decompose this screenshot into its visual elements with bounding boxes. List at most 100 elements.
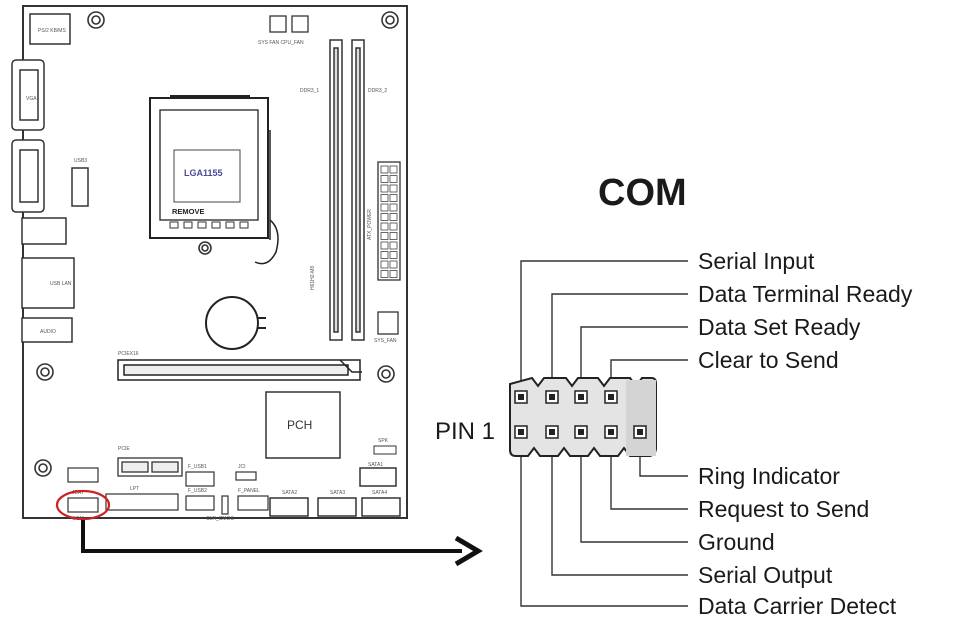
atx-pin bbox=[389, 251, 398, 259]
atx-pin bbox=[380, 222, 389, 231]
sata2-label: SATA2 bbox=[282, 490, 297, 496]
f-usb1-label: F_USB1 bbox=[188, 464, 207, 470]
jci-label: JCI bbox=[238, 464, 246, 470]
pin-label-ring-indicator: Ring Indicator bbox=[698, 463, 840, 489]
sata-3 bbox=[317, 497, 357, 517]
atx-pin bbox=[389, 270, 398, 278]
leader-data-set-ready bbox=[580, 326, 688, 392]
f-usb2-header bbox=[185, 495, 215, 511]
pointer-arrow bbox=[81, 520, 483, 567]
ps2-label: PS/2 KB/MS bbox=[38, 28, 66, 34]
pin-label-serial-input: Serial Input bbox=[698, 248, 815, 274]
mounting-hole-top-right bbox=[381, 11, 399, 29]
atx-pin bbox=[380, 260, 389, 269]
sata-1 bbox=[359, 467, 397, 487]
lpt-label: LPT bbox=[130, 486, 139, 492]
atx-pin bbox=[389, 213, 398, 221]
leader-serial-input bbox=[520, 260, 688, 392]
sata-2 bbox=[269, 497, 309, 517]
ddr1-label: DDR3_1 bbox=[300, 88, 319, 94]
sata1-label: SATA1 bbox=[368, 462, 383, 468]
clr-cmos-jumper bbox=[221, 495, 229, 515]
pin-label-serial-output: Serial Output bbox=[698, 562, 833, 588]
audio-label: AUDIO bbox=[40, 329, 56, 335]
audio-port bbox=[21, 317, 73, 343]
atx-pin bbox=[380, 251, 389, 259]
dimm-slots bbox=[329, 39, 365, 341]
usb-lan-label: USB LAN bbox=[50, 281, 72, 287]
atx-pin bbox=[389, 232, 398, 240]
atx-pin bbox=[389, 222, 398, 231]
cpu-socket-label: LGA1155 bbox=[184, 168, 223, 178]
f-panel-header bbox=[237, 495, 269, 511]
atx-pin bbox=[380, 241, 389, 250]
leader-lines-bottom bbox=[520, 450, 688, 607]
com-pin-bottom-1-contact bbox=[518, 429, 524, 435]
atx-pin bbox=[389, 184, 398, 193]
atx-pin bbox=[380, 175, 389, 183]
pciex16-label: PCIEX16 bbox=[118, 351, 139, 357]
com-header-key bbox=[626, 380, 656, 456]
front-headers bbox=[67, 467, 269, 515]
com-header-on-board bbox=[67, 497, 99, 513]
pin1-label: PIN 1 bbox=[435, 418, 496, 445]
f-panel-label: F_PANEL bbox=[238, 488, 260, 494]
leader-request-to-send bbox=[610, 450, 688, 510]
sys-fan-top bbox=[269, 15, 287, 33]
leader-serial-output bbox=[551, 450, 688, 576]
atx-pin bbox=[380, 213, 389, 221]
sys-fan-header bbox=[377, 311, 399, 335]
ps2-port bbox=[29, 13, 71, 45]
usb-header-label: USB3 bbox=[74, 158, 87, 164]
motherboard-outline bbox=[22, 5, 408, 519]
mounting-hole-cpu bbox=[198, 241, 212, 255]
leader-ring-indicator bbox=[639, 450, 688, 477]
atx-pin bbox=[380, 203, 389, 212]
usb-header bbox=[71, 167, 89, 207]
leader-data-terminal-ready bbox=[551, 293, 688, 392]
spk-header bbox=[373, 445, 397, 455]
atx-pin bbox=[380, 165, 389, 174]
com-pinout bbox=[509, 260, 688, 607]
pcie-x1-slot bbox=[117, 457, 183, 477]
cpu-fan-label: SYS FAN CPU_FAN bbox=[258, 40, 304, 46]
pin-label-data-carrier-detect: Data Carrier Detect bbox=[698, 593, 897, 619]
pch-label: PCH bbox=[287, 418, 312, 432]
cpu-socket bbox=[149, 95, 279, 265]
mounting-hole-bottom-left bbox=[34, 459, 52, 477]
pcie-label: PCIE bbox=[118, 446, 130, 452]
com-pins bbox=[514, 390, 647, 439]
com-title: COM bbox=[598, 172, 687, 214]
atx-pin bbox=[389, 165, 398, 174]
usb-lan-port bbox=[21, 257, 75, 309]
sys-fan-label: SYS_FAN bbox=[374, 338, 397, 344]
f-usb1-header bbox=[185, 471, 215, 487]
spk-label: SPK bbox=[378, 438, 389, 444]
leader-data-carrier-detect bbox=[520, 450, 688, 607]
com-pin-top-4-contact bbox=[608, 394, 614, 400]
rear-io bbox=[11, 13, 89, 343]
pin-label-request-to-send: Request to Send bbox=[698, 496, 870, 522]
model-label: H61H2-M8 bbox=[310, 266, 316, 290]
atx-pin bbox=[389, 241, 398, 250]
pch-chip bbox=[265, 391, 341, 459]
mounting-hole-mid-left bbox=[36, 363, 54, 381]
sata-4 bbox=[361, 497, 401, 517]
jbat-label: JBAT bbox=[72, 490, 84, 496]
atx-pin bbox=[380, 270, 389, 278]
jbat-header bbox=[67, 467, 99, 483]
mounting-hole-top-left bbox=[87, 11, 105, 29]
atx-pin bbox=[389, 203, 398, 212]
cmos-battery bbox=[205, 296, 266, 350]
com-pin-bottom-5-contact bbox=[637, 429, 643, 435]
sata3-label: SATA3 bbox=[330, 490, 345, 496]
sata4-label: SATA4 bbox=[372, 490, 387, 496]
atx-power-label: ATX_POWER bbox=[367, 209, 373, 240]
pcie-x16-slot bbox=[117, 359, 362, 381]
usb-port bbox=[21, 217, 67, 245]
leader-ground bbox=[580, 450, 688, 543]
atx-pin bbox=[389, 175, 398, 183]
mounting-hole-mid-right bbox=[377, 365, 395, 383]
ddr2-label: DDR3_2 bbox=[368, 88, 387, 94]
com-pin-bottom-2-contact bbox=[549, 429, 555, 435]
